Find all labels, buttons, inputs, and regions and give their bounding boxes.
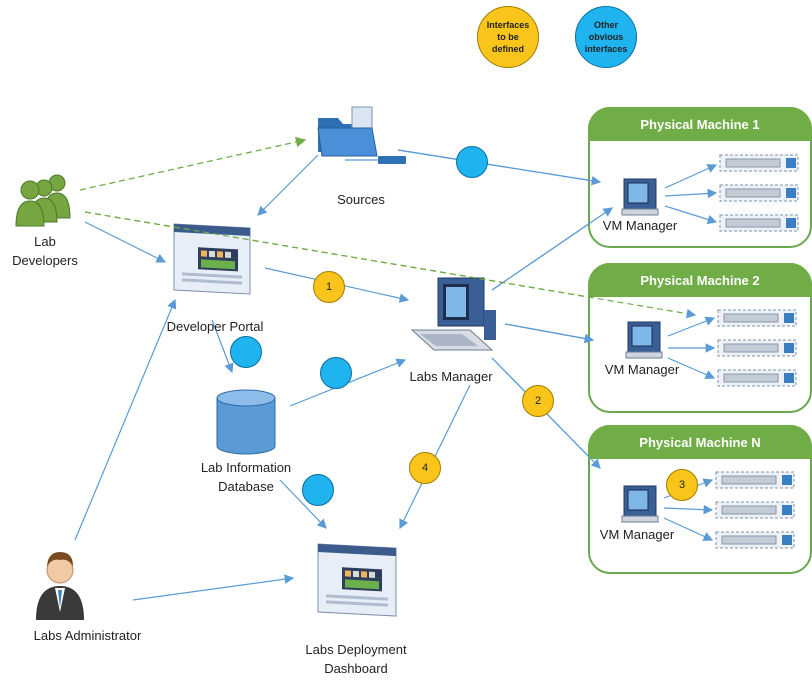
vm-manager-1-label: VM Manager [602,218,678,233]
labs-deployment-dashboard-icon [317,543,397,617]
sources-folder-icon [317,106,406,164]
arrow-developers-to-sources [79,136,307,191]
labs-administrator-icon [36,552,84,620]
physical-machine-n-title: Physical Machine N [588,425,812,459]
labs-manager-label: Labs Manager [409,369,493,384]
arrow-developers-to-portal [84,221,167,263]
interface-db-labsmanager [320,357,352,389]
physical-machine-n: Physical Machine N [588,425,812,574]
developer-portal-icon [173,223,251,295]
legend-interfaces-to-be-defined: Interfaces to be defined [477,6,539,68]
interface-portal-db [230,336,262,368]
lab-information-database-label: Lab Information Database [200,460,292,494]
sources-label: Sources [337,192,385,207]
labs-manager-computer-icon [410,277,496,351]
arrow-admin-to-portal [74,298,177,541]
lab-developers-icon [15,174,71,227]
arrow-sources-to-portal [257,154,319,216]
arrow-db-to-dashboard [279,479,327,529]
interface-db-dashboard [302,474,334,506]
legend-other-obvious-interfaces: Other obvious interfaces [575,6,637,68]
legend-defined-label: Interfaces to be defined [486,20,530,54]
arrow-admin-to-dashboard [132,574,295,601]
interface-badge-4: 4 [409,452,441,484]
labs-deployment-dashboard-label: Labs Deployment Dashboard [305,642,407,676]
arrow-sources-to-vm1 [397,149,602,186]
interface-badge-2: 2 [522,385,554,417]
interface-badge-1: 1 [313,271,345,303]
arrow-portal-to-db [211,319,234,374]
interface-sources-vm1 [456,146,488,178]
labs-administrator-label: Labs Administrator [33,628,142,643]
lab-information-database-icon [216,389,276,455]
vm-manager-n-label: VM Manager [599,527,675,542]
physical-machine-2: Physical Machine 2 [588,263,812,413]
developer-portal-label: Developer Portal [166,319,264,334]
lab-developers-label: Lab Developers [12,234,78,268]
physical-machine-2-title: Physical Machine 2 [588,263,812,297]
legend-obvious-label: Other obvious interfaces [584,20,628,54]
arrow-labsmanager-to-vm2 [504,323,595,344]
physical-machine-1-title: Physical Machine 1 [588,107,812,141]
interface-badge-3: 3 [666,469,698,501]
vm-manager-2-label: VM Manager [604,362,680,377]
